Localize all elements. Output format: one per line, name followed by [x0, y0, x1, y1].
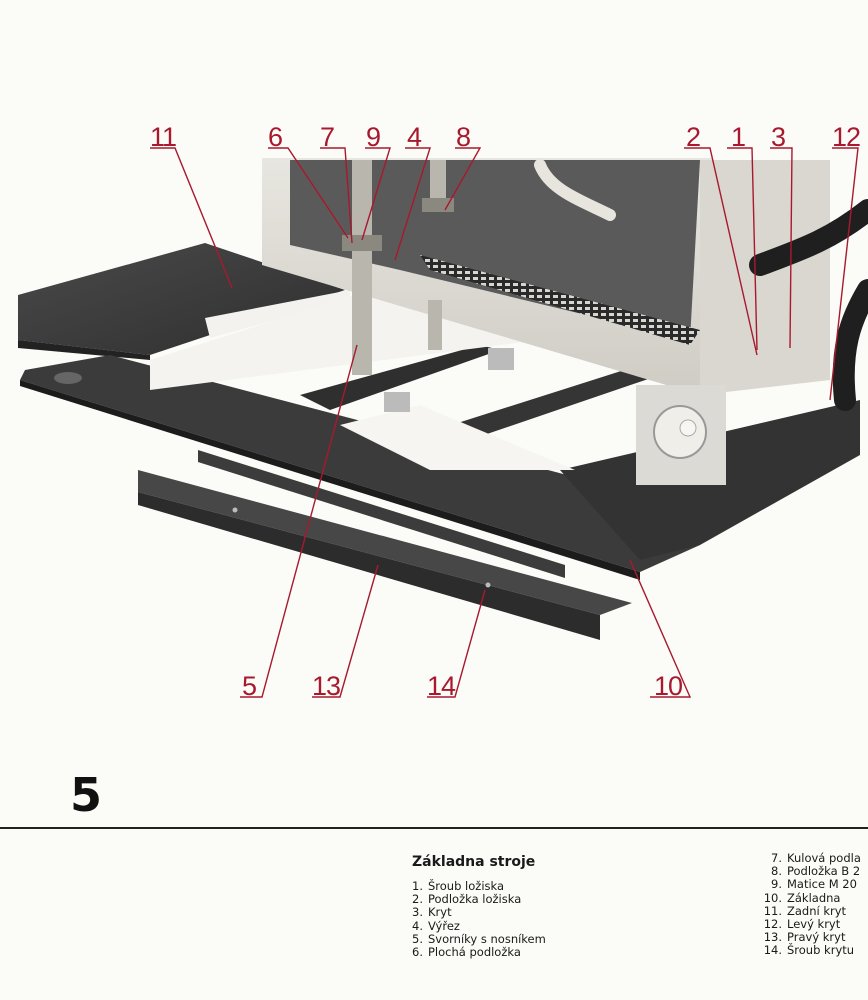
- machine-housing: [262, 158, 830, 485]
- machine-base-illustration: [18, 147, 868, 698]
- list-item: 9.Matice M 20: [771, 877, 857, 892]
- callout-9: 9: [366, 122, 381, 152]
- callout-1: 1: [731, 122, 746, 152]
- list-item: 1.Šroub ložiska: [412, 879, 505, 893]
- callout-11: 11: [150, 122, 177, 152]
- callout-14: 14: [427, 671, 456, 701]
- list-item: 5.Svorníky s nosníkem: [412, 931, 546, 946]
- list-item: 12.Levý kryt: [763, 917, 841, 932]
- rear-cover-plate: [18, 243, 350, 360]
- callout-5: 5: [242, 671, 257, 701]
- list-item: 14.Šroub krytu: [763, 943, 855, 958]
- callout-2: 2: [686, 122, 701, 152]
- callout-8: 8: [456, 122, 471, 152]
- list-item: 4.Výřez: [412, 918, 460, 933]
- list-item: 10.Základna: [763, 890, 841, 905]
- leader-lines: [150, 147, 859, 698]
- caption-title: Základna stroje: [412, 854, 536, 870]
- bearing-bolts: [342, 160, 514, 412]
- list-item: 3.Kryt: [412, 905, 452, 920]
- list-item: 6.Plochá podložka: [412, 945, 521, 960]
- list-item: 13.Pravý kryt: [763, 930, 846, 945]
- callout-6: 6: [268, 122, 283, 152]
- callout-7: 7: [320, 122, 335, 152]
- callout-13: 13: [312, 671, 341, 701]
- hoses: [534, 159, 868, 411]
- callout-12: 12: [832, 122, 861, 152]
- callout-10: 10: [654, 671, 683, 701]
- callout-4: 4: [407, 122, 422, 152]
- callout-3: 3: [771, 122, 786, 152]
- side-cover-strips: [138, 450, 632, 640]
- figure-number: 5: [70, 768, 103, 822]
- list-item: 7.Kulová podla: [771, 851, 861, 865]
- parts-list-right: 7.Kulová podla 8.Podložka B 2 9.Matice M…: [760, 851, 861, 958]
- list-item: 11.Zadní kryt: [763, 903, 847, 918]
- list-item: 2.Podložka ložiska: [412, 892, 522, 907]
- list-item: 8.Podložka B 2: [771, 864, 861, 879]
- divider-rule: [0, 827, 868, 829]
- parts-list-left: 1.Šroub ložiska 2.Podložka ložiska 3.Kry…: [405, 879, 546, 960]
